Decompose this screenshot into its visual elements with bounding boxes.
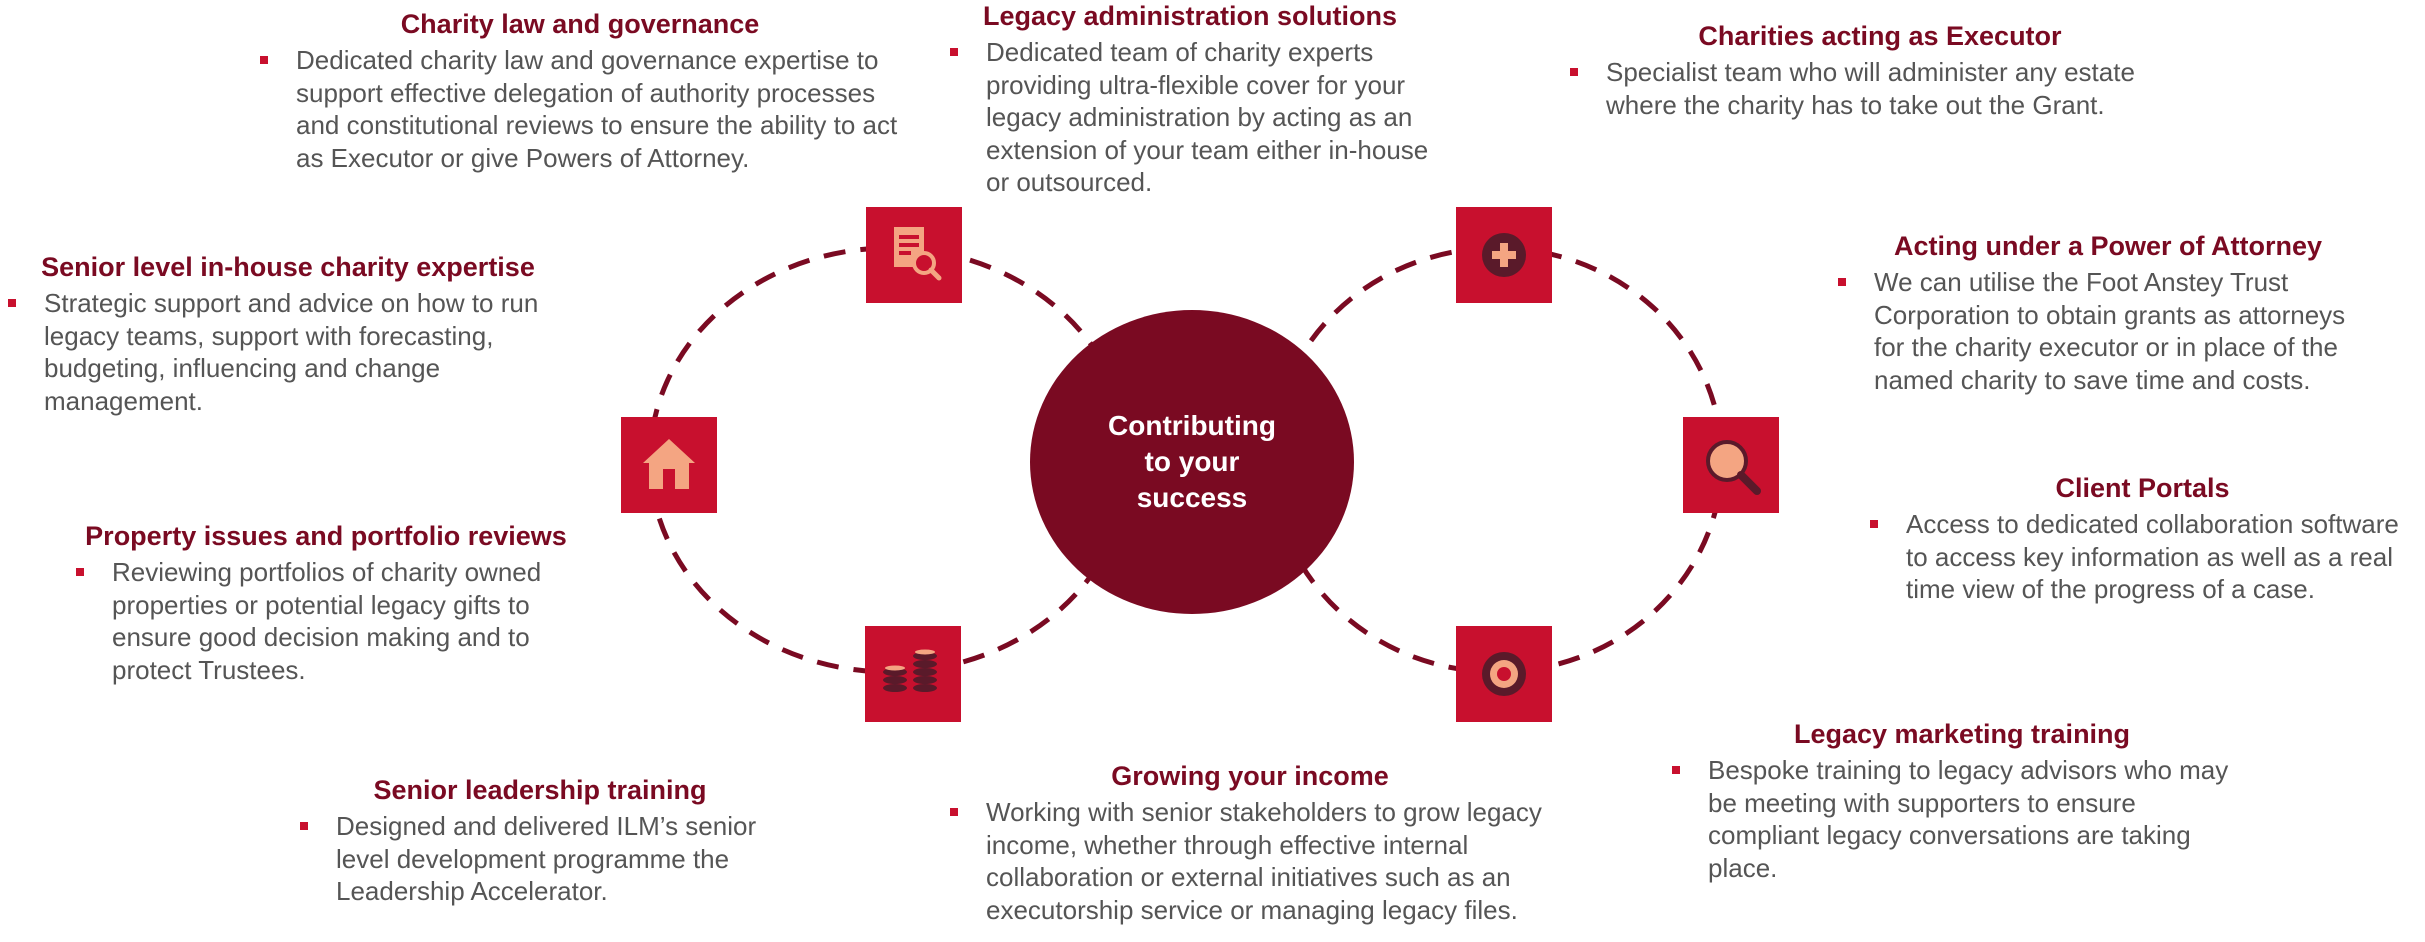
plus-icon xyxy=(1456,207,1552,303)
block-text: Strategic support and advice on how to r… xyxy=(44,288,539,416)
bullet-icon xyxy=(1838,278,1846,286)
target-icon xyxy=(1456,626,1552,722)
list-item: Designed and delivered ILM’s senior leve… xyxy=(300,810,780,908)
coins-icon xyxy=(865,626,961,722)
magnifier-icon xyxy=(1683,417,1779,513)
list-item: Working with senior stakeholders to grow… xyxy=(950,796,1550,926)
block-title: Senior leadership training xyxy=(373,775,707,805)
block-client-portals: Client Portals Access to dedicated colla… xyxy=(1870,472,2415,606)
bullet-icon xyxy=(260,56,268,64)
bullet-icon xyxy=(950,808,958,816)
list-item: We can utilise the Foot Anstey Trust Cor… xyxy=(1838,266,2378,396)
block-title: Growing your income xyxy=(1111,761,1389,791)
block-growing-income: Growing your income Working with senior … xyxy=(950,760,1550,926)
block-title: Acting under a Power of Attorney xyxy=(1893,231,2323,261)
block-title: Property issues and portfolio reviews xyxy=(85,521,567,551)
block-power-of-attorney: Acting under a Power of Attorney We can … xyxy=(1838,230,2378,396)
bullet-icon xyxy=(950,48,958,56)
bullet-icon xyxy=(76,568,84,576)
bullet-icon xyxy=(8,299,16,307)
bullet-icon xyxy=(1570,68,1578,76)
block-text: Designed and delivered ILM’s senior leve… xyxy=(336,811,757,906)
list-item: Strategic support and advice on how to r… xyxy=(8,287,568,417)
bullet-icon xyxy=(1672,766,1680,774)
house-icon xyxy=(621,417,717,513)
block-senior-expertise: Senior level in-house charity expertise … xyxy=(8,251,568,417)
block-title: Legacy marketing training xyxy=(1793,719,2131,749)
block-text: Dedicated charity law and governance exp… xyxy=(296,45,898,173)
block-text: We can utilise the Foot Anstey Trust Cor… xyxy=(1874,267,2346,395)
block-legacy-administration: Legacy administration solutions Dedicate… xyxy=(950,0,1430,199)
block-title: Client Portals xyxy=(2055,473,2230,503)
bullet-icon xyxy=(1870,520,1878,528)
document-search-icon xyxy=(866,207,962,303)
block-text: Reviewing portfolios of charity owned pr… xyxy=(112,557,542,685)
block-charities-executor: Charities acting as Executor Specialist … xyxy=(1570,20,2190,121)
bullet-icon xyxy=(300,822,308,830)
block-text: Working with senior stakeholders to grow… xyxy=(986,797,1542,925)
block-charity-law: Charity law and governance Dedicated cha… xyxy=(260,8,900,174)
center-circle: Contributing to your success xyxy=(1030,310,1354,614)
list-item: Dedicated charity law and governance exp… xyxy=(260,44,900,174)
block-title: Legacy administration solutions xyxy=(982,1,1398,31)
block-title: Charities acting as Executor xyxy=(1698,21,2062,51)
block-text: Dedicated team of charity experts provid… xyxy=(986,37,1429,197)
block-text: Bespoke training to legacy advisors who … xyxy=(1708,755,2229,883)
center-label: Contributing to your success xyxy=(1108,410,1276,513)
block-text: Specialist team who will administer any … xyxy=(1606,57,2135,120)
block-leadership-training: Senior leadership training Designed and … xyxy=(300,774,780,908)
list-item: Reviewing portfolios of charity owned pr… xyxy=(76,556,576,686)
list-item: Specialist team who will administer any … xyxy=(1570,56,2190,121)
block-legacy-marketing: Legacy marketing training Bespoke traini… xyxy=(1672,718,2252,884)
block-title: Senior level in-house charity expertise xyxy=(41,252,535,282)
block-title: Charity law and governance xyxy=(400,9,760,39)
block-text: Access to dedicated collaboration softwa… xyxy=(1906,509,2399,604)
list-item: Bespoke training to legacy advisors who … xyxy=(1672,754,2252,884)
block-property-issues: Property issues and portfolio reviews Re… xyxy=(76,520,576,686)
list-item: Access to dedicated collaboration softwa… xyxy=(1870,508,2415,606)
list-item: Dedicated team of charity experts provid… xyxy=(950,36,1430,199)
